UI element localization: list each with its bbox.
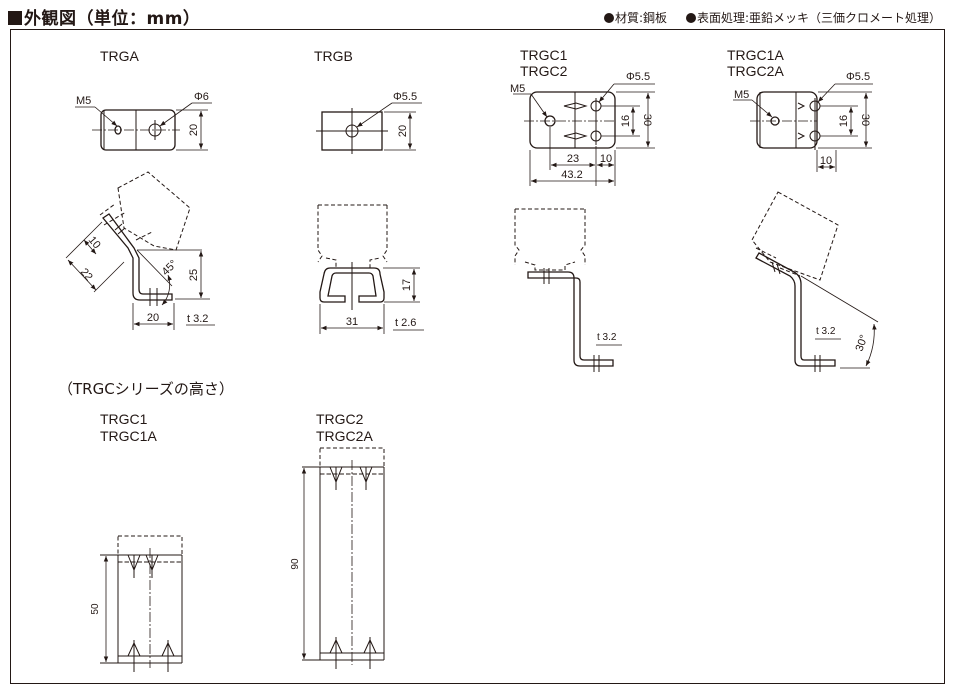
bullet-icon	[604, 13, 614, 23]
trgb-profile-view: 17 31 t 2.6	[317, 204, 424, 334]
trgb-profile-width-label: 31	[346, 316, 358, 328]
section-heading-heights: （TRGCシリーズの高さ）	[58, 380, 234, 398]
label-trga: TRGA	[100, 48, 139, 64]
trgca-side-view: 30° t 3.2	[751, 191, 879, 372]
page-title-text: 外観図（単位：mm）	[24, 9, 201, 29]
label-trgc2a: TRGC2A	[727, 63, 784, 79]
spec-surface-text: 表面処理:亜鉛メッキ（三価クロメート処理）	[697, 11, 942, 25]
height-tall-view: 90	[290, 447, 385, 669]
trgb-hole-label: Φ5.5	[393, 91, 417, 103]
trgca-thread-label: M5	[734, 89, 749, 101]
trga-foot-label: 20	[147, 312, 159, 324]
bullet-icon	[686, 13, 696, 23]
label-tall-2: TRGC2A	[316, 428, 373, 444]
trgca-top-view: 16 30 M5 Φ5.5 10	[733, 71, 873, 172]
trgb-thickness-label: t 2.6	[395, 317, 416, 329]
label-trgc2: TRGC2	[520, 63, 568, 79]
trga-top-view: M5 Φ6 20	[75, 91, 212, 151]
trgb-height-label: 20	[397, 125, 409, 137]
trga-height-label: 20	[188, 124, 200, 136]
label-trgc1a: TRGC1A	[727, 47, 784, 63]
trgc-edge-label: 10	[600, 153, 612, 165]
label-short-2: TRGC1A	[100, 428, 157, 444]
label-trgc1: TRGC1	[520, 47, 568, 63]
trgc-hole-label: Φ5.5	[626, 71, 650, 83]
trgca-pitch-label: 16	[838, 115, 850, 127]
trgc-thickness-label: t 3.2	[597, 332, 617, 343]
trgc-thread-label: M5	[510, 83, 525, 95]
label-tall-1: TRGC2	[316, 411, 364, 427]
trgca-thickness-label: t 3.2	[816, 326, 836, 337]
spec-surface: 表面処理:亜鉛メッキ（三価クロメート処理）	[686, 9, 941, 26]
trgc-side-view: t 3.2	[514, 208, 622, 372]
trgc-height-label: 30	[641, 114, 653, 126]
trga-thickness-label: t 3.2	[187, 313, 208, 325]
square-bullet-icon	[8, 11, 22, 25]
trga-hole-label: Φ6	[194, 91, 209, 103]
label-short-1: TRGC1	[100, 411, 148, 427]
spec-material: 材質:鋼板	[604, 9, 667, 26]
trgc-length-label: 43.2	[561, 169, 582, 181]
trgca-height-label: 30	[859, 114, 871, 126]
height-short-view: 50	[90, 535, 183, 672]
page-title: 外観図（単位：mm）	[8, 4, 200, 29]
trga-arm-outer-label: 22	[78, 266, 95, 283]
trgb-top-view: Φ5.5 20	[316, 91, 422, 154]
trga-angle-label: 45°	[160, 258, 180, 278]
trga-thread-label: M5	[76, 95, 91, 107]
trga-side-view: 25 45° 20 t 3.2 22 10	[65, 171, 215, 330]
trgca-edge-label: 10	[820, 155, 832, 167]
drawing-frame	[10, 29, 945, 684]
trgc-pitch-label: 16	[620, 115, 632, 127]
trgc-top-view: 16 30 M5 Φ5.5 23 10 43.2	[510, 71, 655, 186]
trgc-offset-label: 23	[567, 153, 579, 165]
spec-material-text: 材質:鋼板	[615, 11, 668, 25]
trgca-angle-label: 30°	[854, 333, 871, 353]
height-tall-label: 90	[290, 558, 301, 570]
trga-arm-inner-label: 10	[86, 234, 103, 251]
trga-rise-label: 25	[188, 269, 200, 281]
trgb-profile-height-label: 17	[401, 279, 413, 291]
label-trgb: TRGB	[314, 48, 353, 64]
height-short-label: 50	[90, 603, 101, 615]
trgca-hole-label: Φ5.5	[846, 71, 870, 83]
